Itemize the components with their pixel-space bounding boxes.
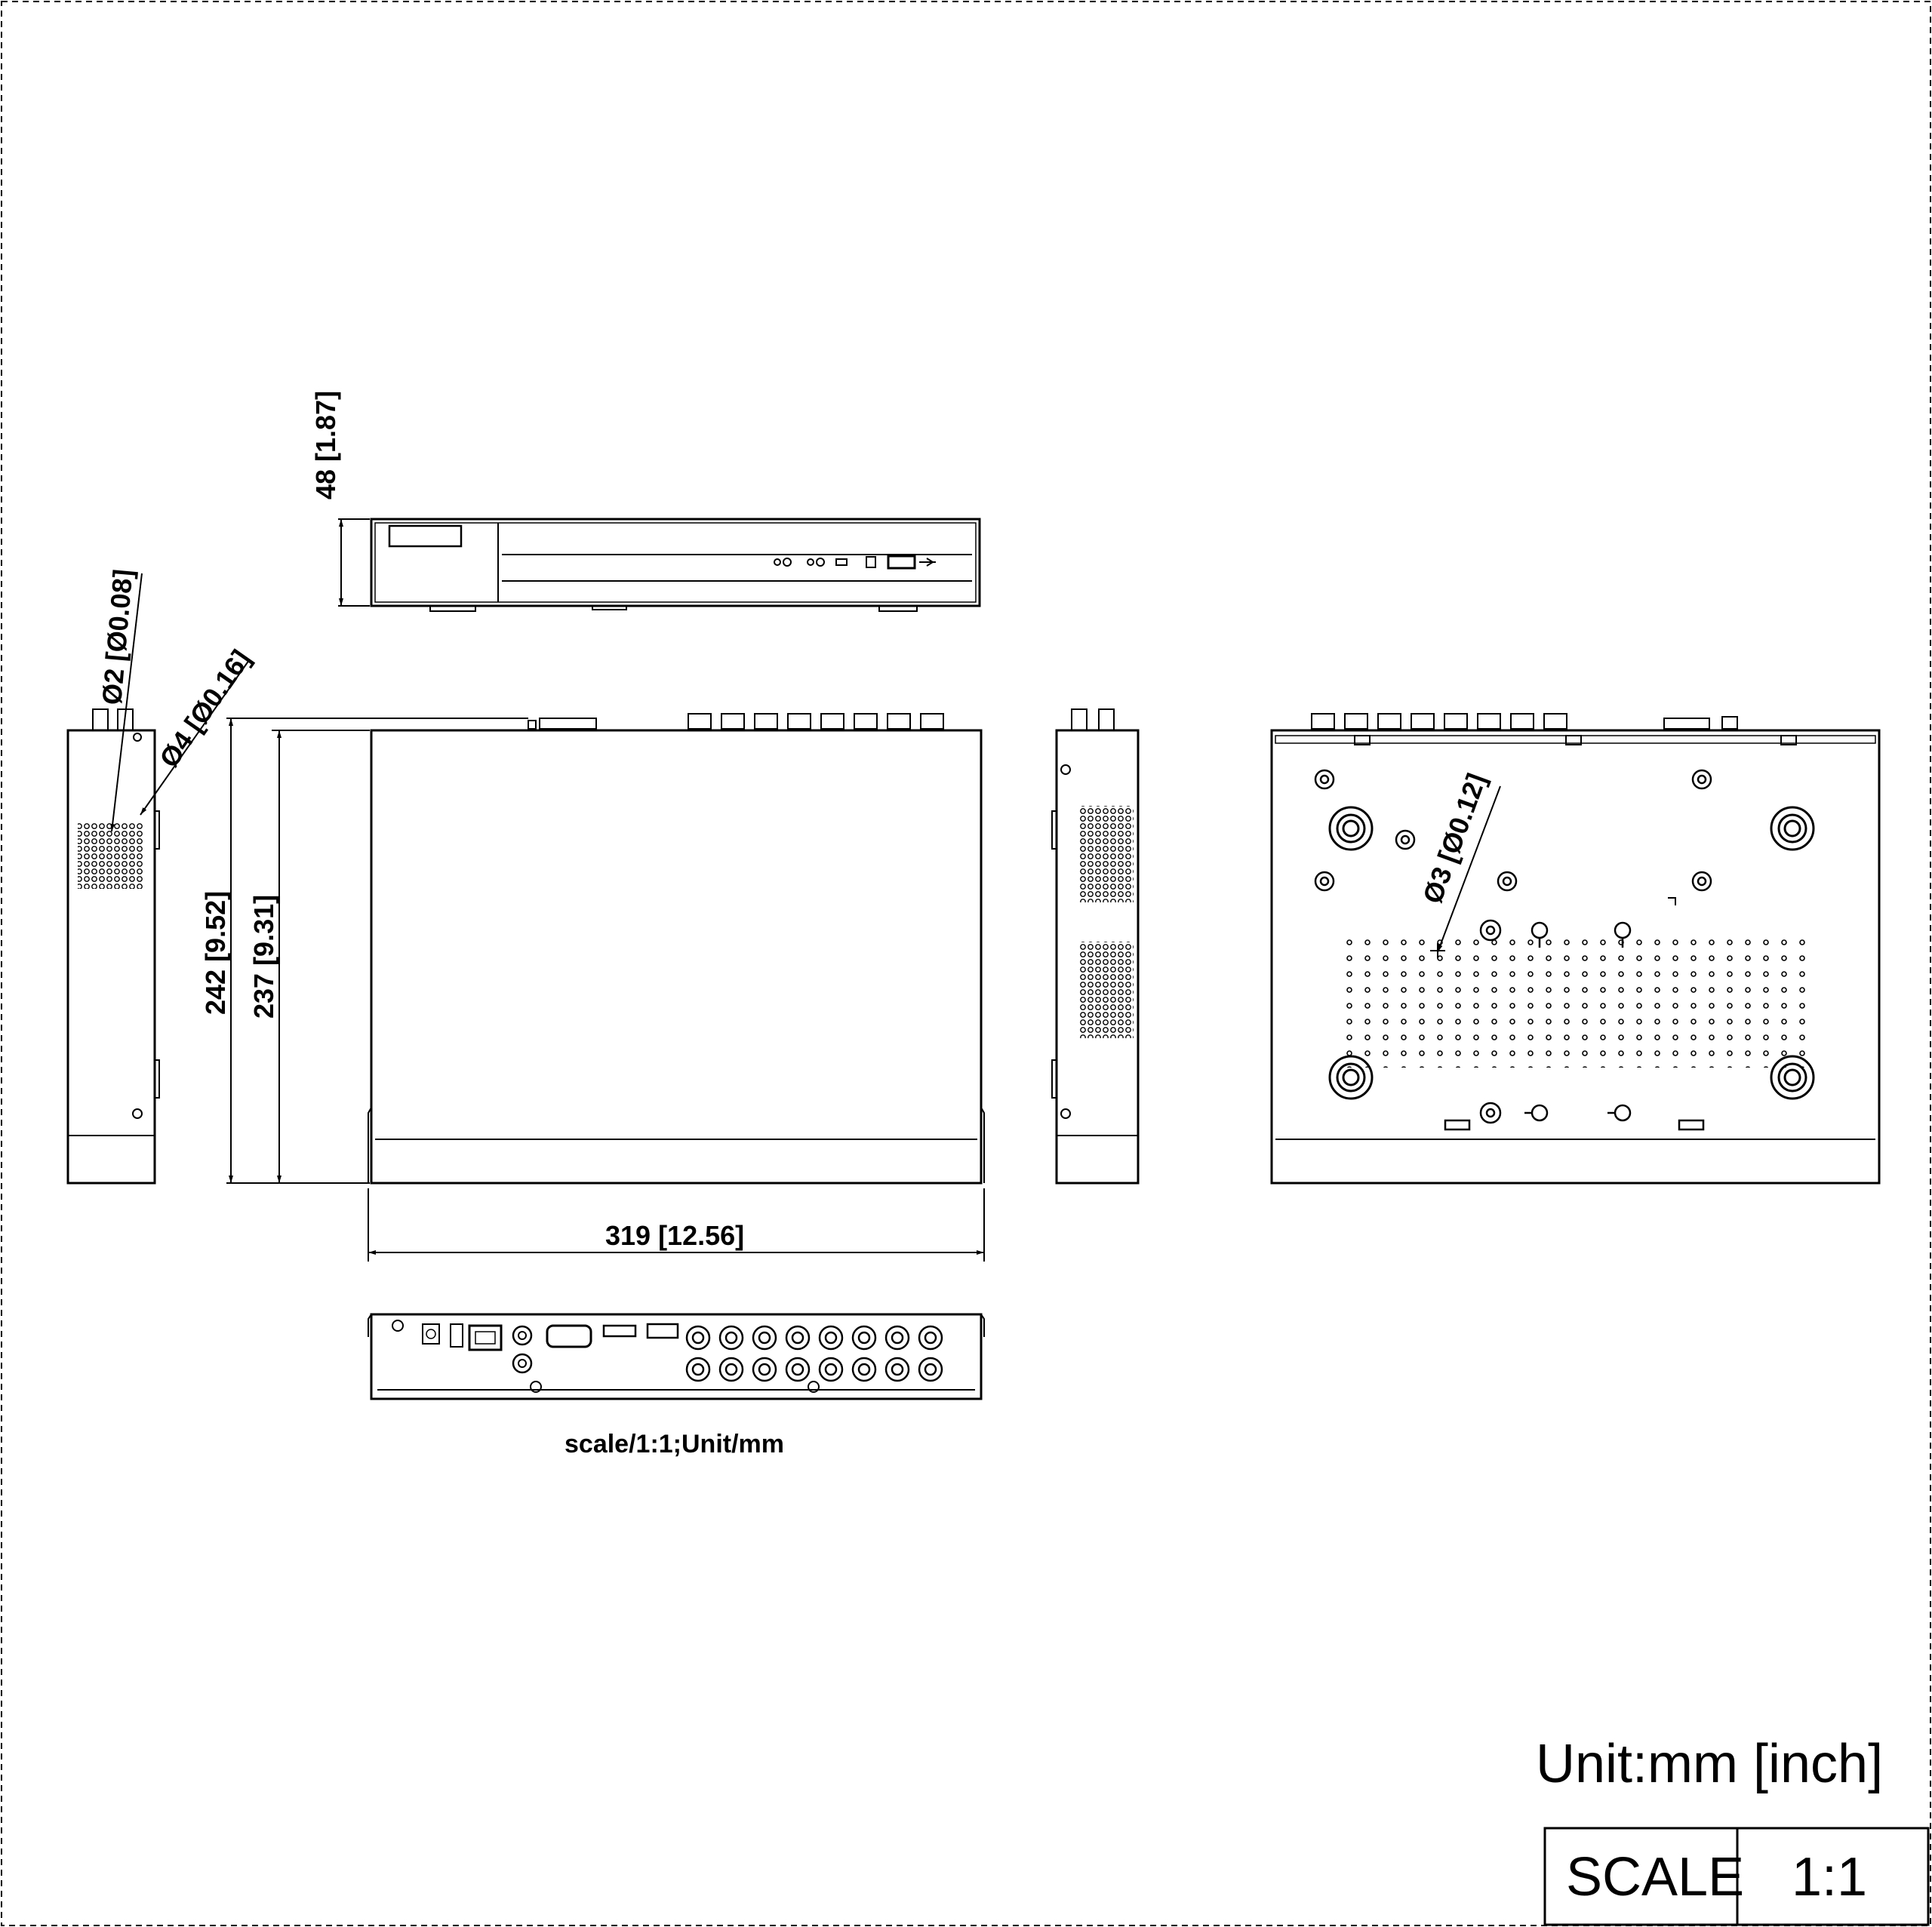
hole-small-label: Ø2 [Ø0.08] <box>96 568 139 706</box>
width-dimension <box>368 1188 985 1262</box>
unit-note: Unit:mm [inch] <box>1536 1734 1883 1794</box>
height-dimension-label: 48 [1.87] <box>310 391 341 499</box>
rear-view <box>368 1313 985 1400</box>
scale-value: 1:1 <box>1792 1847 1867 1907</box>
rear-bnc-row2 <box>685 1357 943 1382</box>
left-side-view <box>66 708 160 1185</box>
height-dimension <box>338 518 370 607</box>
bnc-stubs <box>528 713 944 730</box>
rear-bnc-row1 <box>685 1325 943 1351</box>
scale-label: SCALE <box>1566 1847 1744 1907</box>
bottom-screws <box>1314 769 1712 892</box>
scale-caption: scale/1:1;Unit/mm <box>565 1430 784 1458</box>
depth-overall-label: 242 [9.52] <box>200 891 231 1015</box>
right-side-view <box>1051 708 1140 1185</box>
scale-box: SCALE 1:1 <box>1543 1827 1930 1926</box>
right-vent-upper <box>1079 806 1134 902</box>
width-dimension-label: 319 [12.56] <box>605 1220 744 1251</box>
side-vent-grid <box>78 822 144 889</box>
front-panel-indicators <box>774 555 936 570</box>
bottom-vent-holes <box>1334 939 1814 1068</box>
bottom-feet <box>1328 806 1815 1100</box>
hole-side-label: Ø4 [Ø0.16] <box>153 644 257 773</box>
front-view <box>370 518 981 612</box>
right-vent-lower <box>1079 942 1134 1038</box>
depth-body-label: 237 [9.31] <box>248 895 279 1019</box>
top-view <box>368 713 985 1185</box>
depth-dimensions <box>226 718 528 1184</box>
hole-leaders <box>110 573 1501 953</box>
bottom-connector-stubs <box>1311 713 1797 745</box>
bottom-view <box>1270 713 1881 1185</box>
